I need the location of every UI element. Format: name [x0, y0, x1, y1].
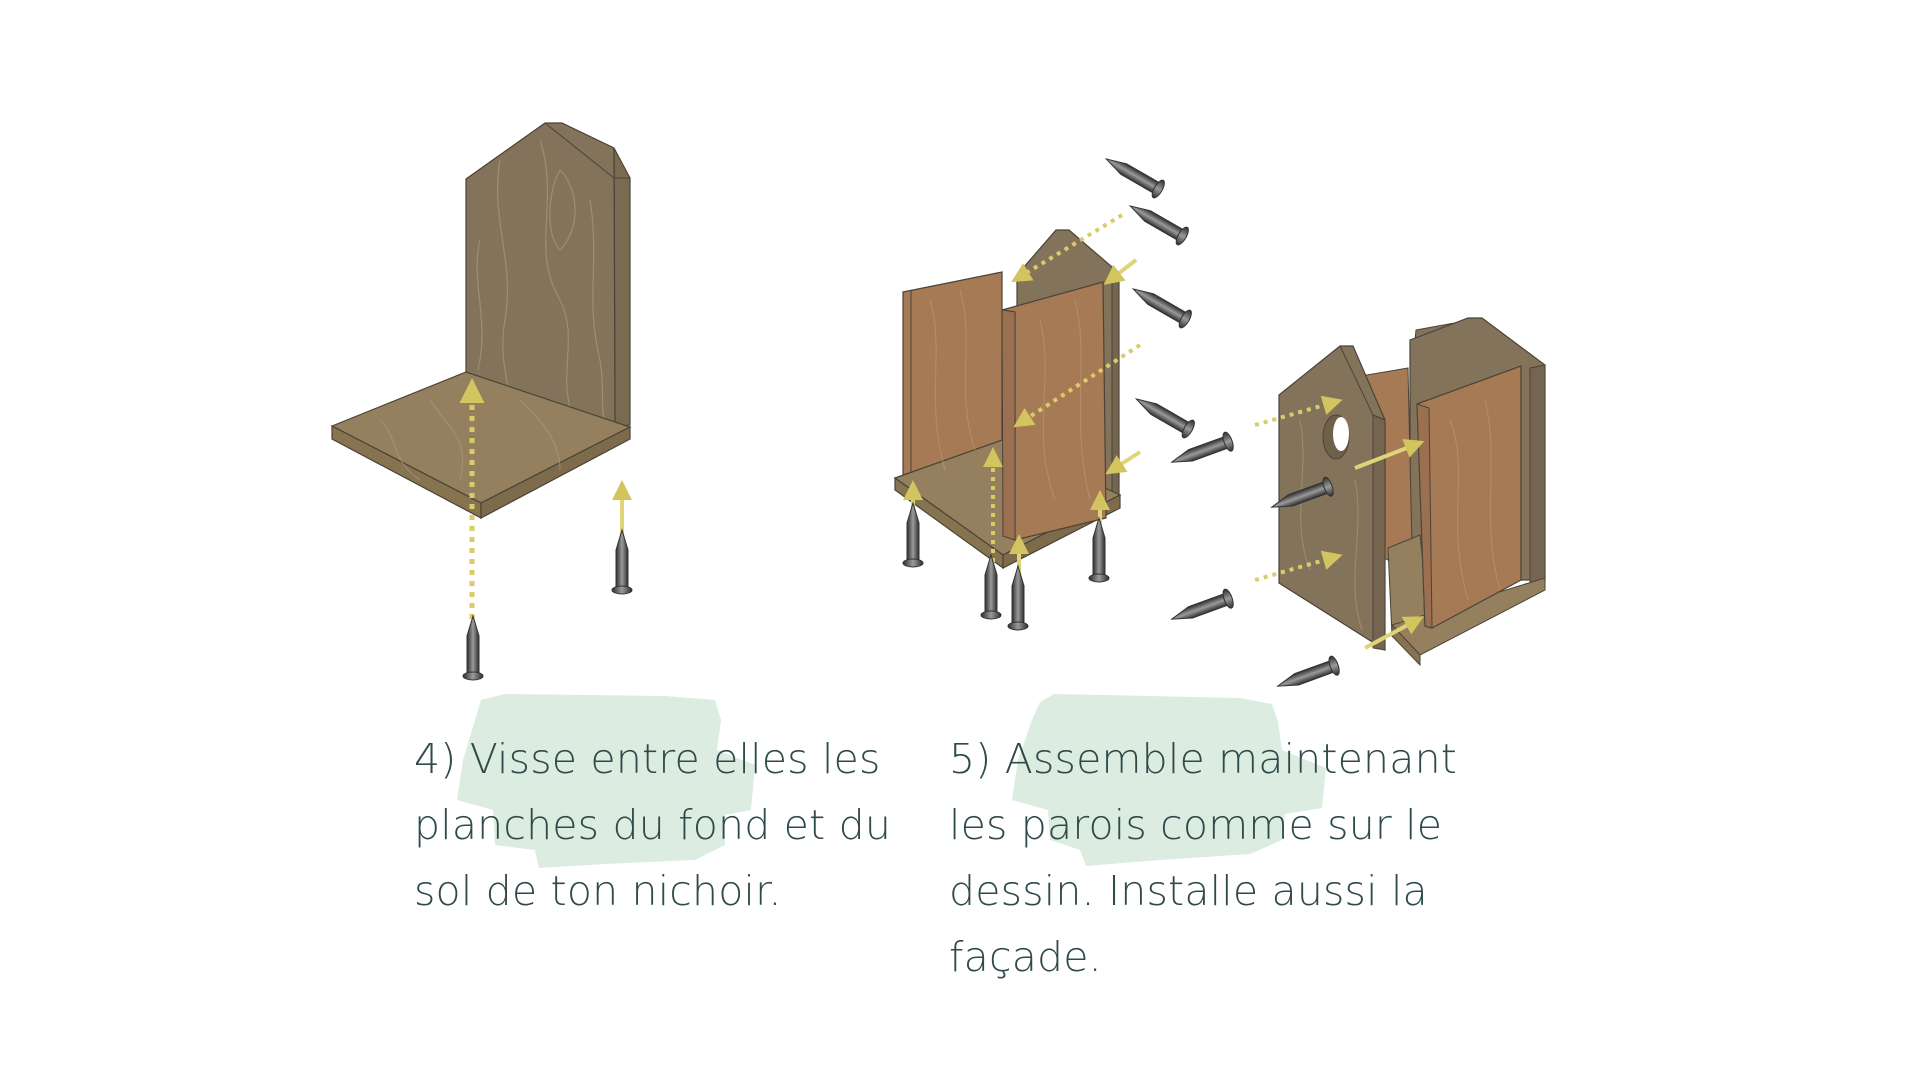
- step4-line-2: planches du fond et du: [414, 801, 892, 849]
- step4-line-3: sol de ton nichoir.: [414, 867, 782, 915]
- step4-instruction: 4) Visse entre elles les planches du fon…: [414, 726, 891, 924]
- step5-brush-highlight: [1012, 694, 1326, 866]
- step5-illustration-walls: [893, 149, 1198, 631]
- step4-line-1: 4) Visse entre elles les: [414, 735, 881, 783]
- step5-line-4: façade.: [949, 933, 1102, 981]
- step5-line-2: les parois comme sur le: [949, 801, 1443, 849]
- step5-instruction: 5) Assemble maintenant les parois comme …: [949, 726, 1457, 990]
- step4-illustration: [330, 122, 633, 681]
- step5-line-3: dessin. Installe aussi la: [949, 867, 1428, 915]
- step5-line-1: 5) Assemble maintenant: [949, 735, 1458, 783]
- step4-brush-highlight: [457, 694, 755, 868]
- step5-illustration-facade: [1167, 317, 1546, 697]
